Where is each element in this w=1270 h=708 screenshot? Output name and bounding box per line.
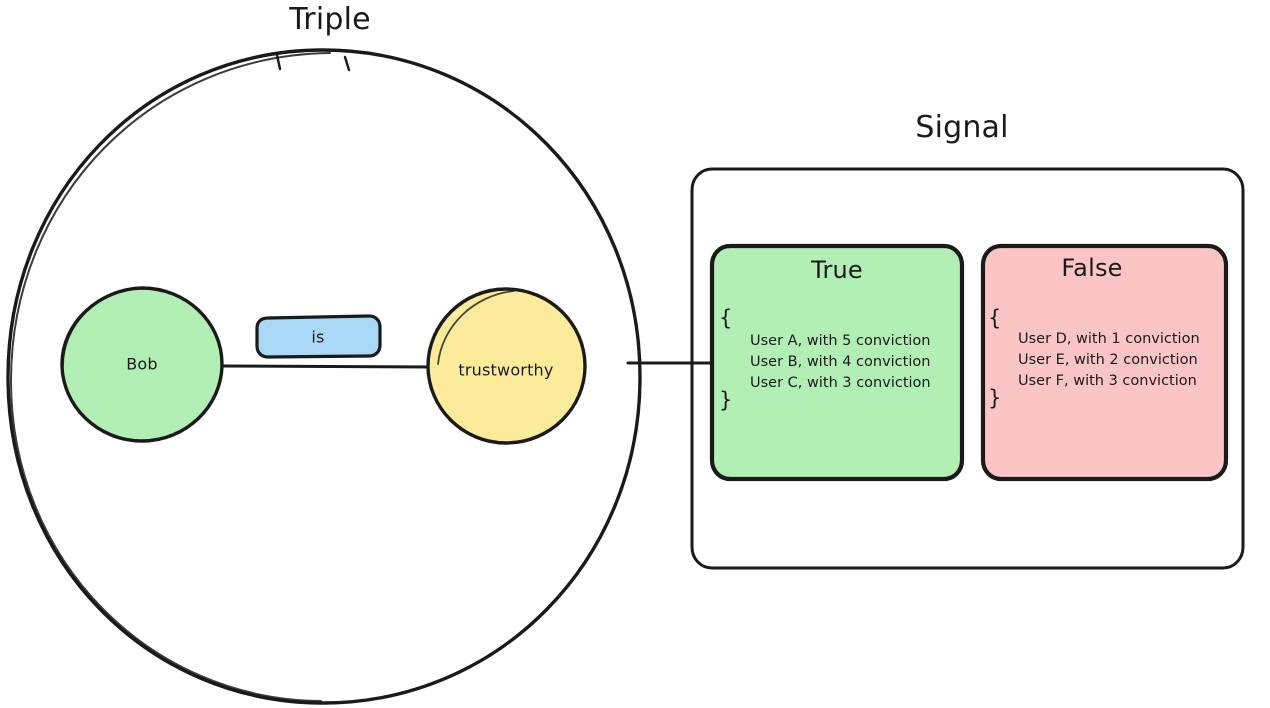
- signal-block-true-open-brace: {: [719, 306, 733, 330]
- signal-block-false-rows: User D, with 1 conviction User E, with 2…: [1018, 329, 1200, 392]
- list-item: User D, with 1 conviction: [1018, 331, 1200, 347]
- signal-block-false-close-brace: }: [988, 386, 1002, 410]
- signal-block-true-title: True: [811, 256, 863, 284]
- list-item: User B, with 4 conviction: [750, 354, 931, 370]
- list-item: User F, with 3 conviction: [1018, 373, 1197, 389]
- node-trustworthy-label: trustworthy: [458, 360, 554, 380]
- signal-block-true-close-brace: }: [719, 388, 733, 412]
- signal-block-false-title: False: [1061, 254, 1123, 282]
- signal-block-true-rows: User A, with 5 conviction User B, with 4…: [750, 331, 931, 394]
- node-bob-label: Bob: [126, 354, 158, 374]
- triple-edge-line: [220, 364, 434, 369]
- signal-block-false-open-brace: {: [988, 306, 1002, 330]
- edge-label-is: is: [311, 327, 325, 347]
- signal-title: Signal: [915, 110, 1009, 145]
- list-item: User C, with 3 conviction: [750, 375, 931, 391]
- list-item: User A, with 5 conviction: [750, 333, 931, 349]
- list-item: User E, with 2 conviction: [1018, 352, 1198, 368]
- triple-title: Triple: [289, 2, 371, 37]
